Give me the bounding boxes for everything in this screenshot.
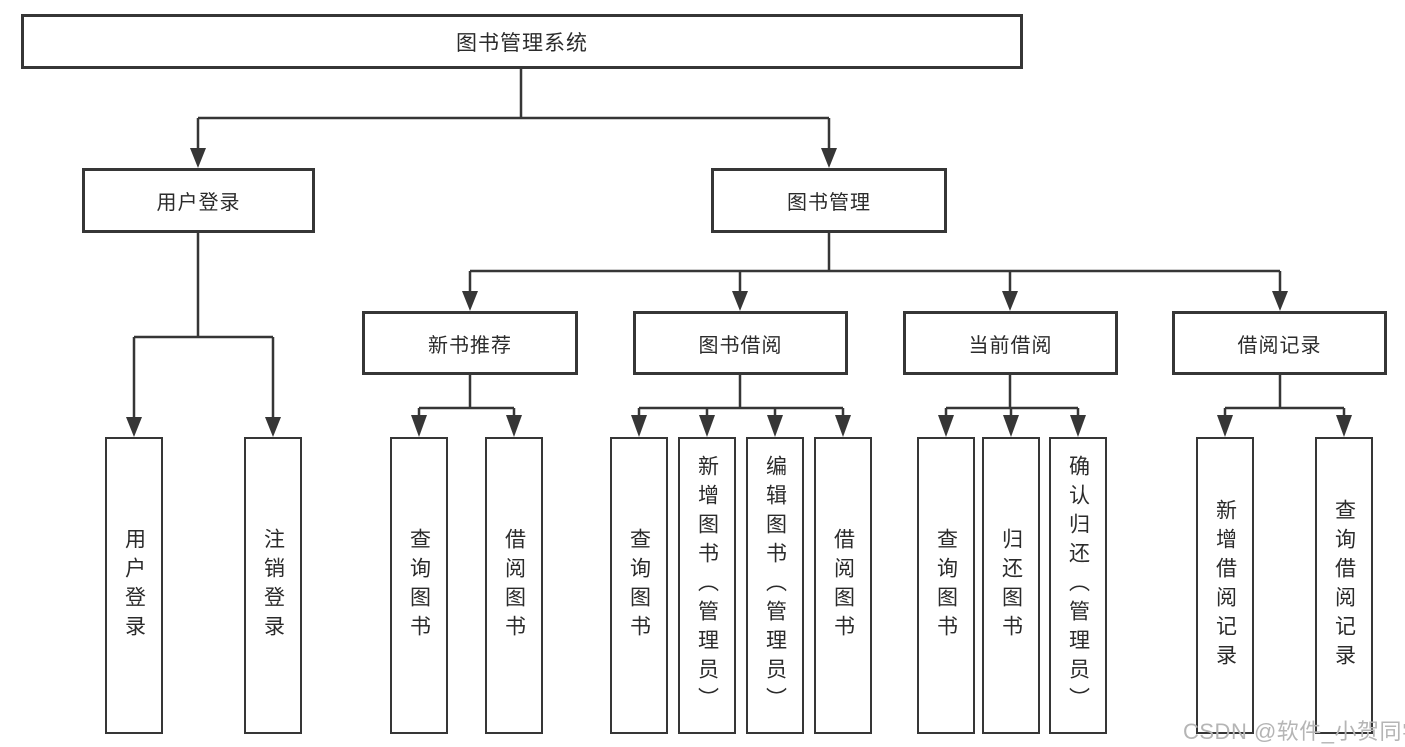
- leaf-records-query-record: 查询借阅记录: [1315, 437, 1373, 734]
- node-user-login-branch-label: 用户登录: [156, 192, 241, 214]
- leaf-borrow-query-books: 查询图书: [610, 437, 668, 734]
- node-current-borrowing: 当前借阅: [903, 311, 1118, 375]
- node-book-management-label: 图书管理: [787, 192, 871, 214]
- leaf-records-query-record-label: 查询借阅记录: [1332, 498, 1356, 673]
- leaf-current-confirm-return-admin: 确认归还（管理员）: [1049, 437, 1107, 734]
- leaf-newrec-borrow-books: 借阅图书: [485, 437, 543, 734]
- leaf-borrow-edit-books-admin-label: 编辑图书（管理员）: [763, 455, 787, 716]
- node-new-book-recommend: 新书推荐: [362, 311, 578, 375]
- leaf-logout-label: 注销登录: [261, 527, 285, 644]
- leaf-current-return-books: 归还图书: [982, 437, 1040, 734]
- leaf-borrow-edit-books-admin: 编辑图书（管理员）: [746, 437, 804, 734]
- leaf-newrec-query-books: 查询图书: [390, 437, 448, 734]
- node-new-book-recommend-label: 新书推荐: [428, 334, 512, 357]
- node-root: 图书管理系统: [21, 14, 1023, 69]
- leaf-borrow-add-books-admin: 新增图书（管理员）: [678, 437, 736, 734]
- leaf-newrec-borrow-books-label: 借阅图书: [502, 527, 526, 644]
- leaf-current-return-books-label: 归还图书: [999, 527, 1023, 644]
- leaf-records-add-record: 新增借阅记录: [1196, 437, 1254, 734]
- node-borrow-records: 借阅记录: [1172, 311, 1387, 375]
- csdn-watermark: CSDN @软件_小贺同学: [1183, 719, 1405, 744]
- node-current-borrowing-label: 当前借阅: [968, 334, 1053, 357]
- leaf-newrec-query-books-label: 查询图书: [407, 527, 431, 644]
- leaf-current-query-books: 查询图书: [917, 437, 975, 734]
- leaf-current-confirm-return-admin-label: 确认归还（管理员）: [1066, 455, 1090, 716]
- leaf-borrow-add-books-admin-label: 新增图书（管理员）: [695, 455, 719, 716]
- node-borrow-records-label: 借阅记录: [1237, 334, 1322, 357]
- leaf-user-login-label: 用户登录: [122, 527, 146, 644]
- node-book-borrowing-label: 图书借阅: [698, 334, 783, 357]
- node-root-label: 图书管理系统: [456, 31, 588, 55]
- leaf-user-login: 用户登录: [105, 437, 163, 734]
- leaf-current-query-books-label: 查询图书: [934, 527, 958, 644]
- node-book-borrowing: 图书借阅: [633, 311, 848, 375]
- leaf-records-add-record-label: 新增借阅记录: [1213, 498, 1237, 673]
- leaf-borrow-query-books-label: 查询图书: [627, 527, 651, 644]
- node-user-login-branch: 用户登录: [82, 168, 315, 233]
- arrowheads: [126, 148, 1352, 437]
- node-book-management: 图书管理: [711, 168, 947, 233]
- leaf-borrow-borrow-books-label: 借阅图书: [831, 527, 855, 644]
- leaf-borrow-borrow-books: 借阅图书: [814, 437, 872, 734]
- leaf-logout: 注销登录: [244, 437, 302, 734]
